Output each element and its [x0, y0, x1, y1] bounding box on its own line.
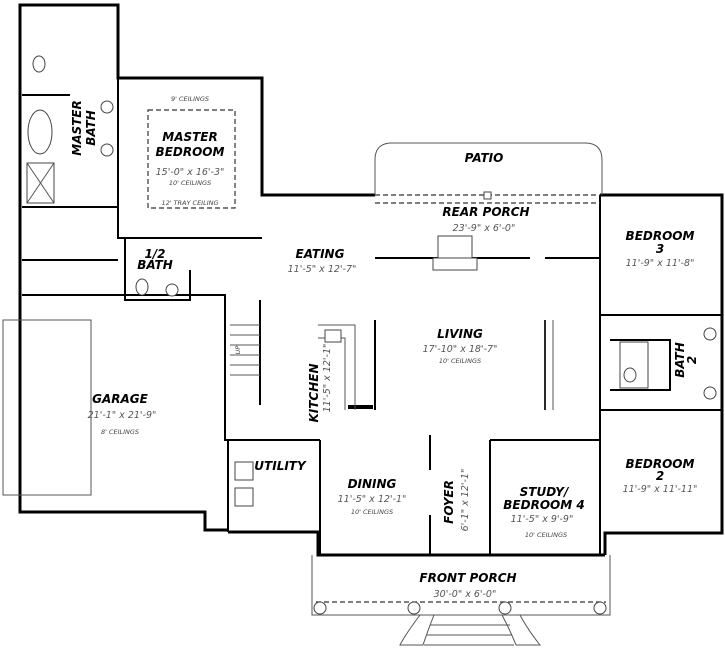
toilet-icon: [32, 55, 46, 73]
hearth: [432, 257, 478, 271]
room-name: KITCHEN: [307, 363, 321, 422]
room-name: EATING: [296, 247, 345, 261]
room-size: 15'-0" x 16'-3": [156, 167, 225, 178]
room-size: 11'-5" x 12'-1": [322, 344, 333, 413]
ceiling-note: 10' CEILINGS: [169, 179, 211, 187]
room-name: BATH: [137, 258, 173, 272]
room-name: LIVING: [437, 327, 483, 341]
room-name: MASTER: [162, 130, 218, 144]
room-name: FOYER: [442, 480, 456, 524]
room-name: BATH: [673, 342, 687, 378]
garage-door: [2, 319, 92, 496]
room-size: 6'-1" x 12'-1": [460, 469, 471, 532]
sink-icon: [100, 100, 114, 114]
ceiling-note: 10' CEILINGS: [525, 531, 567, 539]
room-name: 1/2: [144, 247, 165, 261]
room-name: GARAGE: [92, 392, 149, 406]
room-name: BEDROOM: [626, 457, 695, 471]
room-name: FRONT PORCH: [419, 571, 516, 585]
room-name: PATIO: [465, 151, 504, 165]
ceiling-note: 10' CEILINGS: [351, 508, 393, 516]
post-icon: [483, 191, 492, 200]
bathtub-icon: [27, 109, 53, 155]
toilet-icon: [135, 278, 149, 296]
room-size: 23'-9" x 6'-0": [453, 223, 516, 234]
kitchen-sink-icon: [324, 329, 342, 343]
room-name: 3: [656, 242, 664, 256]
washer-icon: [234, 461, 254, 481]
room-name: MASTER: [70, 100, 84, 156]
toilet-icon: [623, 367, 637, 383]
patio-outline: [374, 142, 603, 195]
room-name: UTILITY: [254, 459, 307, 473]
dryer-icon: [234, 487, 254, 507]
room-name: DINING: [348, 477, 397, 491]
fireplace-icon: [437, 235, 473, 259]
room-size: 17'-10" x 18'-7": [423, 344, 498, 355]
room-size: 30'-0" x 6'-0": [434, 589, 497, 600]
room-size: 11'-9" x 11'-8": [626, 258, 695, 269]
ceiling-note: 10' CEILINGS: [439, 357, 481, 365]
front-porch-outline: [311, 555, 611, 616]
tray-ceiling-note: 12' TRAY CEILING: [161, 199, 218, 207]
tray-ceiling-outline: [147, 109, 236, 209]
bathtub-icon: [619, 341, 649, 389]
room-size: 11'-5" x 9'-9": [511, 514, 574, 525]
room-master-bath: MASTER BATH: [70, 100, 98, 156]
room-name: BEDROOM: [626, 229, 695, 243]
room-bath-2: BATH 2: [673, 342, 699, 378]
room-name: 2: [685, 356, 699, 364]
room-name: STUDY/: [520, 485, 570, 499]
room-labels: MASTER BATH 9' CEILINGS MASTER BEDROOM 1…: [70, 95, 699, 600]
fixtures: [26, 55, 717, 507]
sink-icon: [165, 283, 179, 297]
ceiling-note: 8' CEILINGS: [101, 428, 139, 436]
sink-icon: [703, 327, 717, 341]
stair-label: UP: [234, 346, 242, 355]
room-size: 11'-5" x 12'-1": [338, 494, 407, 505]
room-name: BATH: [84, 110, 98, 146]
room-size: 11'-5" x 12'-7": [288, 264, 357, 275]
porch-columns: [313, 601, 607, 615]
sink-icon: [703, 386, 717, 400]
room-size: 11'-9" x 11'-11": [623, 484, 698, 495]
room-name: REAR PORCH: [442, 205, 529, 219]
room-name: BEDROOM 4: [503, 498, 584, 512]
sink-icon: [100, 143, 114, 157]
ceiling-note: 9' CEILINGS: [171, 95, 209, 103]
room-name: 2: [656, 469, 664, 483]
front-steps: [399, 614, 542, 646]
room-name: BEDROOM: [156, 145, 225, 159]
room-size: 21'-1" x 21'-9": [88, 410, 157, 421]
